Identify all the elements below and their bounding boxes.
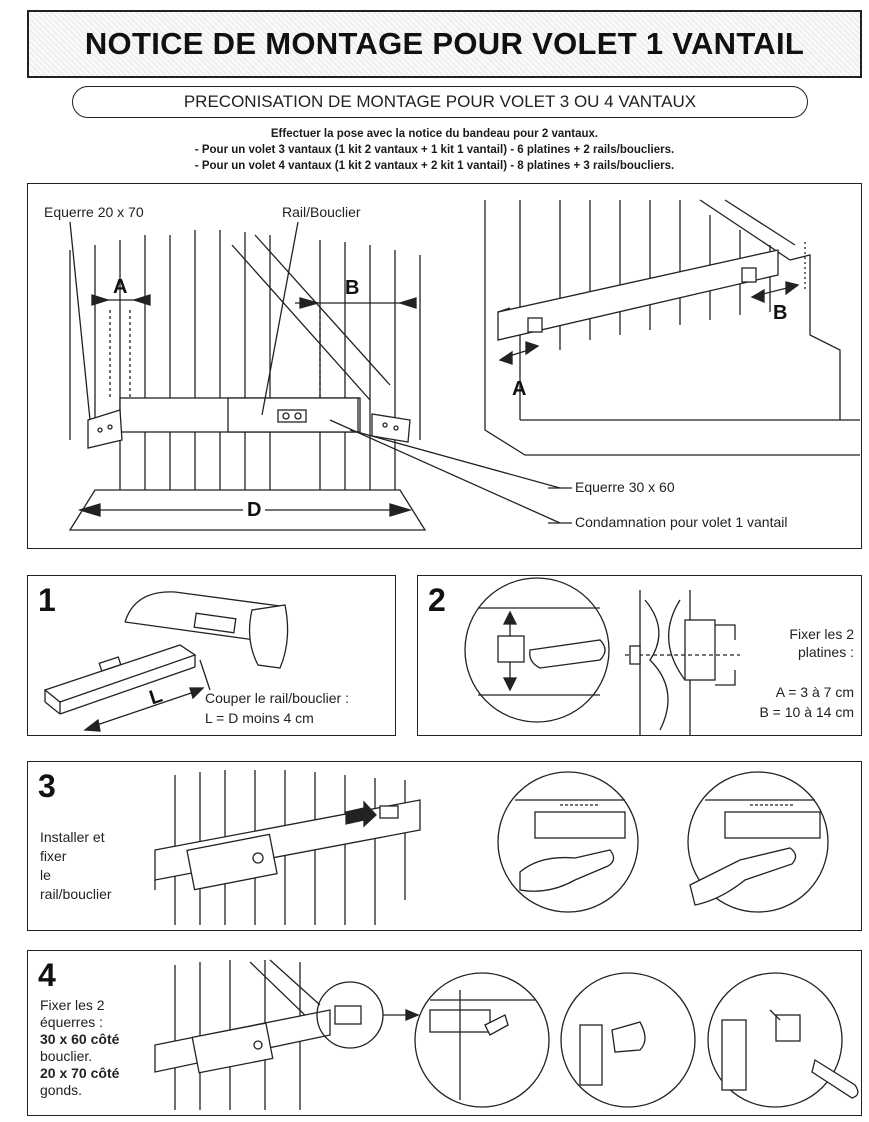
dim-d-arrow-right — [389, 503, 413, 517]
step-2-text-2: platines : — [797, 644, 854, 660]
step-3-detail-2 — [687, 771, 829, 913]
leader-equerre-30 — [349, 429, 561, 489]
step-2-diagram — [464, 577, 740, 735]
platine — [497, 635, 525, 663]
wall-block — [684, 619, 716, 681]
step-3-text: Installer et fixer le rail/bouclier — [40, 828, 112, 904]
right-perspective-diagram — [484, 199, 860, 456]
step-4-text-5: 20 x 70 côté — [40, 1065, 120, 1081]
hand-drill-1 — [519, 849, 615, 892]
step-4-detail-2 — [560, 972, 696, 1108]
dim-d-arrow-left — [77, 503, 101, 517]
intro-line-2: - Pour un volet 3 vantaux (1 kit 2 vanta… — [194, 144, 675, 156]
step-3-number: 3 — [38, 768, 56, 804]
step-1-diagram — [43, 591, 289, 732]
step-4-text-1: Fixer les 2 — [40, 997, 105, 1013]
step-2-value-b: B = 10 à 14 cm — [759, 704, 854, 720]
step-3-detail-1 — [497, 771, 639, 913]
step-4-text: Fixer les 2 équerres : 30 x 60 côté bouc… — [40, 997, 119, 1099]
dim-label-b-right: B — [773, 302, 788, 324]
step-4-text-3: 30 x 60 côté — [40, 1031, 120, 1047]
step-4-detail-3 — [707, 972, 843, 1108]
rail-perspective — [497, 249, 779, 341]
label-condamnation: Condamnation pour volet 1 vantail — [575, 514, 788, 530]
step-4-text-4: bouclier. — [40, 1048, 93, 1064]
intro-line-3: - Pour un volet 4 vantaux (1 kit 2 vanta… — [194, 160, 675, 172]
overview-diagram — [68, 199, 860, 531]
bouclier-plate — [186, 833, 278, 891]
step-3-text-1: Installer et — [40, 829, 105, 845]
step-1-panel — [27, 575, 396, 736]
hacksaw-blade — [193, 612, 237, 634]
rail-bouclier — [227, 397, 359, 433]
platine-right — [741, 267, 757, 283]
step-4-detail-1 — [414, 972, 550, 1108]
drill-4 — [611, 1021, 646, 1053]
step-4-text-6: gonds. — [40, 1082, 83, 1098]
wall-texture — [644, 599, 669, 731]
step-1-number: 1 — [38, 582, 56, 618]
intro-line-1: Effectuer la pose avec la notice du band… — [270, 128, 599, 140]
step-1-text-2: L = D moins 4 cm — [205, 710, 314, 726]
step-3-text-3: le — [40, 867, 51, 883]
dim-l-line — [87, 689, 201, 729]
step-2-panel — [417, 575, 862, 736]
subtitle-pill: PRECONISATION DE MONTAGE POUR VOLET 3 OU… — [72, 86, 808, 118]
bouclier-plate-4 — [191, 1022, 274, 1074]
step-2-number: 2 — [428, 582, 446, 618]
step-2-value-a: A = 3 à 7 cm — [775, 684, 854, 700]
leader-equerre-20 — [69, 221, 91, 421]
equerre-left — [87, 409, 123, 449]
drill-2 — [689, 847, 797, 906]
hacksaw-frame — [124, 591, 281, 623]
hand-screwdriver — [529, 639, 606, 669]
step-4-text-2: équerres : — [40, 1014, 104, 1030]
step-4-panel — [27, 950, 862, 1116]
overview-panel — [27, 183, 862, 549]
step-2-detail-circle — [464, 577, 610, 723]
screwdriver-4 — [811, 1058, 859, 1099]
dim-label-a: A — [113, 276, 128, 298]
dim-label-d: D — [243, 499, 266, 522]
equerre-right — [371, 413, 411, 443]
title-banner: NOTICE DE MONTAGE POUR VOLET 1 VANTAIL — [27, 10, 862, 78]
step-4-number: 4 — [38, 957, 56, 993]
platine-left — [527, 317, 543, 333]
subtitle: PRECONISATION DE MONTAGE POUR VOLET 3 OU… — [183, 92, 697, 111]
page-title: NOTICE DE MONTAGE POUR VOLET 1 VANTAIL — [84, 26, 805, 61]
label-equerre-30: Equerre 30 x 60 — [575, 479, 675, 495]
step-3-text-2: fixer — [40, 848, 67, 864]
slide-arrow — [345, 800, 377, 828]
rail-detail-2 — [724, 811, 821, 839]
dim-label-b: B — [345, 277, 360, 299]
step-1-text-1: Couper le rail/bouclier : — [205, 690, 349, 706]
label-rail: Rail/Bouclier — [282, 204, 361, 220]
leader-condamnation — [329, 419, 561, 524]
fixing-bracket — [715, 624, 736, 686]
dim-label-a-right: A — [512, 378, 527, 400]
floor-frame — [68, 489, 427, 531]
condamnation-plate — [277, 409, 307, 423]
step-3-diagram — [154, 770, 829, 925]
label-equerre-20: Equerre 20 x 70 — [44, 204, 144, 220]
leader-rail — [261, 221, 299, 416]
step-2-text-1: Fixer les 2 — [789, 626, 854, 642]
step-3-text-4: rail/bouclier — [40, 886, 112, 902]
step-3-panel — [27, 761, 862, 931]
rail-detail-1 — [534, 811, 626, 839]
hacksaw-handle — [248, 604, 289, 669]
